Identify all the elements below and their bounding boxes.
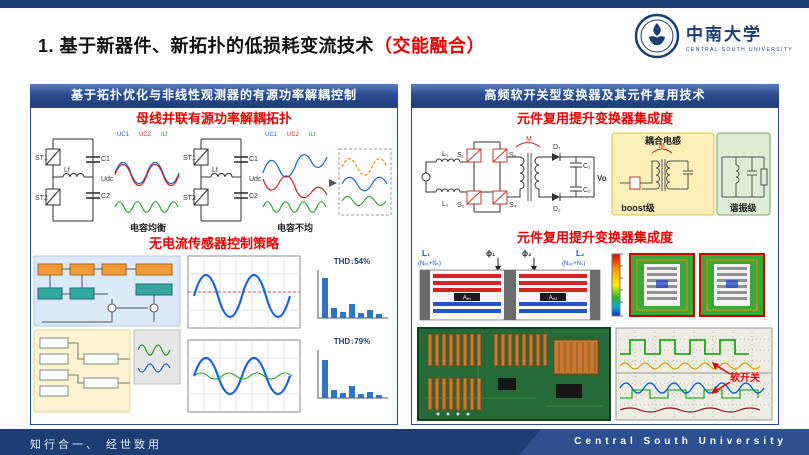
label-s3: S₃ xyxy=(509,152,517,159)
winding-arrangement-diagram: L₁ (Nₚ₁+Nₛ) L₂ (Nₚ₂+Nₛ) ϕ₁ ϕ₂ xyxy=(418,249,601,321)
label-l2-turns: (Nₚ₂+Nₛ) xyxy=(562,261,585,267)
page-title: 1. 基于新器件、新拓扑的低损耗变流技术（交能融合） xyxy=(38,32,485,58)
experimental-waveform-plots xyxy=(187,255,301,413)
label-soft-switching: 软开关 xyxy=(730,371,760,384)
left-panel: 基于拓扑优化与非线性观测器的有源功率解耦控制 母线并联有源功率解耦拓扑 xyxy=(30,84,398,425)
label-cl2: L₂ xyxy=(442,201,449,208)
label-mutual-2: M xyxy=(659,143,665,150)
legend-uc1: UC1 xyxy=(117,132,130,138)
waveforms-balanced: UC1 UC2 iLf 电容均衡 xyxy=(114,132,180,233)
page-title-highlight: （交能融合） xyxy=(374,36,486,56)
right-panel-header: 高频软开关型变换器及其元件复用技术 xyxy=(411,84,779,107)
legend-uc2-2: UC2 xyxy=(287,132,300,138)
university-logo-icon xyxy=(634,13,680,59)
label-lf-2: Lf xyxy=(212,167,218,174)
waveforms-unbalanced: UC1 UC2 iLf 电容不均 xyxy=(262,132,328,233)
thd-bar-charts: THD↓54% THD↓79% xyxy=(317,257,388,399)
result-waveform-box xyxy=(338,148,392,216)
integrated-magnetics-figure: L₁ (Nₚ₁+Nₛ) L₂ (Nₚ₂+Nₛ) ϕ₁ ϕ₂ xyxy=(418,249,765,321)
fem-simulation xyxy=(611,253,765,317)
arrow-right-icon xyxy=(329,179,337,187)
pcb-prototype-photo xyxy=(417,327,611,421)
logo-name-cn: 中南大学 xyxy=(685,24,762,44)
label-l1-turns: (Nₚ₁+Nₛ) xyxy=(418,261,441,267)
label-d1: D₁ xyxy=(553,144,561,151)
label-st2: ST2 xyxy=(35,195,48,202)
label-phi1: ϕ₁ xyxy=(486,249,496,258)
converter-circuit-figure: M L₁ L₂ S₁ S₂ S₃ S₄ D₁ D₂ C₁ C₂ Vo 耦合电感 xyxy=(421,132,771,216)
label-s2: S₂ xyxy=(457,202,465,209)
subtitle-component-reuse-1: 元件复用提升变换器集成度 xyxy=(516,111,673,126)
content-panels: 基于拓扑优化与非线性观测器的有源功率解耦控制 母线并联有源功率解耦拓扑 xyxy=(30,84,779,425)
subtitle-sensorless-control: 无电流传感器控制策略 xyxy=(148,236,279,251)
coupled-inductor-model-box: 耦合电感 M boost级 xyxy=(611,132,715,216)
label-udc-2: Udc xyxy=(249,176,262,183)
label-ae1: Aₑ₁ xyxy=(463,296,471,302)
thd-label-2: THD↓79% xyxy=(334,337,370,346)
label-resonant-stage: 谐振级 xyxy=(729,202,757,213)
label-c2-2: C2 xyxy=(249,193,258,200)
color-scale-bar xyxy=(611,253,621,317)
right-panel: 高频软开关型变换器及其元件复用技术 元件复用提升变换器集成度 xyxy=(411,84,779,425)
label-coupled-inductor: 耦合电感 xyxy=(645,135,681,146)
label-cl1: L₁ xyxy=(442,151,449,158)
label-cap-balanced: 电容均衡 xyxy=(130,222,166,233)
thd-label-1: THD↓54% xyxy=(334,257,370,266)
legend-ilf: iLf xyxy=(161,132,168,138)
page-title-main: 1. 基于新器件、新拓扑的低损耗变流技术 xyxy=(38,36,375,56)
subtitle-component-reuse-2: 元件复用提升变换器集成度 xyxy=(516,230,673,245)
control-strategy-row: THD↓54% THD↓79% xyxy=(31,252,397,418)
control-block-diagram xyxy=(33,255,181,413)
label-cc2: C₂ xyxy=(583,187,591,194)
label-mutual: M xyxy=(526,136,532,143)
half-bridge-circuit-2: ST1 ST2 Lf C1 Udc C2 xyxy=(183,138,262,222)
label-st1: ST1 xyxy=(35,155,48,162)
top-strip xyxy=(0,0,809,8)
label-phi2: ϕ₂ xyxy=(522,249,532,258)
footer-motto: 知行合一、 经世致用 xyxy=(30,439,163,451)
label-vo: Vo xyxy=(597,174,607,183)
left-panel-body: 母线并联有源功率解耦拓扑 xyxy=(30,107,398,425)
right-panel-body: 元件复用提升变换器集成度 xyxy=(411,107,779,425)
legend-uc1-2: UC1 xyxy=(265,132,278,138)
label-ae2: Aₑ₂ xyxy=(549,296,558,302)
resonant-stage-box: 谐振级 xyxy=(716,132,771,216)
label-d2: D₂ xyxy=(553,206,561,213)
label-cap-unbalanced: 电容不均 xyxy=(277,222,313,233)
label-st1-2: ST1 xyxy=(183,155,196,162)
university-logo: 中南大学 CENTRAL SOUTH UNIVERSITY xyxy=(634,13,793,59)
label-st2-2: ST2 xyxy=(183,195,196,202)
left-panel-header: 基于拓扑优化与非线性观测器的有源功率解耦控制 xyxy=(30,84,398,107)
half-bridge-circuit-1: ST1 ST2 Lf C1 Udc C2 xyxy=(35,138,114,222)
label-l2: L₂ xyxy=(576,249,585,258)
logo-name-en: CENTRAL SOUTH UNIVERSITY xyxy=(685,46,793,53)
footer-accent-band xyxy=(519,429,809,455)
label-lf: Lf xyxy=(64,167,70,174)
apd-topology-figure: ST1 ST2 Lf C1 Udc C2 UC1 UC2 iLf xyxy=(35,132,392,233)
footer-bar: 知行合一、 经世致用 Central South University xyxy=(0,429,809,455)
label-l1: L₁ xyxy=(422,249,431,258)
oscilloscope-capture: 软开关 xyxy=(615,327,773,421)
label-boost-stage: boost级 xyxy=(621,202,655,213)
footer-university-name: Central South University xyxy=(574,436,787,447)
label-s1: S₁ xyxy=(457,152,465,159)
label-c1: C1 xyxy=(101,156,110,163)
label-udc: Udc xyxy=(101,176,114,183)
subtitle-apd-topology: 母线并联有源功率解耦拓扑 xyxy=(135,111,292,126)
legend-uc2: UC2 xyxy=(139,132,152,138)
university-logo-text: 中南大学 CENTRAL SOUTH UNIVERSITY xyxy=(686,20,793,53)
label-cc1: C₁ xyxy=(583,163,591,170)
prototype-and-waveforms-figure: 软开关 xyxy=(417,327,773,421)
label-c2: C2 xyxy=(101,193,110,200)
label-c1-2: C1 xyxy=(249,156,258,163)
label-s4: S₄ xyxy=(509,202,517,209)
legend-ilf-2: iLf xyxy=(309,132,316,138)
